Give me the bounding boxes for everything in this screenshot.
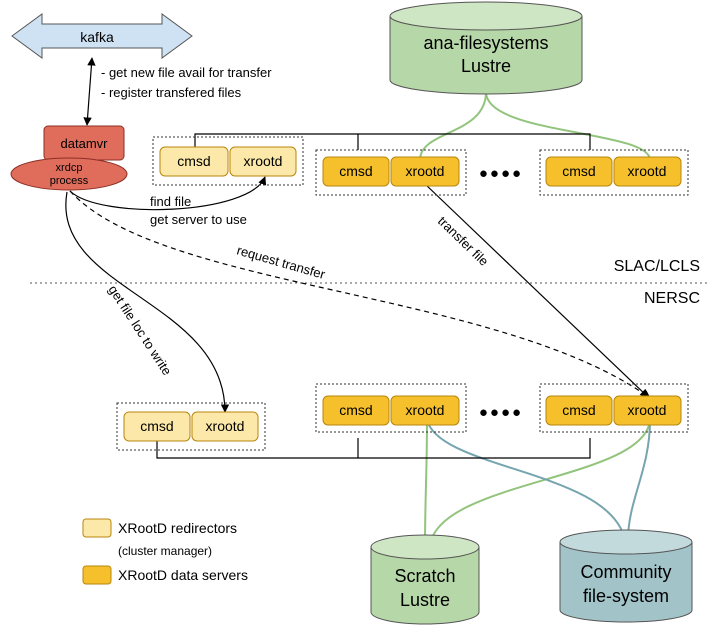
legend-data-servers-label: XRootD data servers bbox=[118, 567, 248, 583]
legend: XRootD redirectors (cluster manager) XRo… bbox=[82, 518, 248, 585]
ana-filesystems-label: ana-filesystems bbox=[423, 33, 548, 53]
xrootd-node bbox=[613, 395, 682, 426]
slac-region-label: SLAC/LCLS bbox=[614, 258, 700, 275]
legend-server-swatch bbox=[82, 565, 112, 585]
xrdcp-process bbox=[10, 157, 128, 191]
find-file-arrow bbox=[69, 176, 267, 211]
xrootd-node bbox=[191, 411, 259, 442]
request-transfer-arrow bbox=[69, 190, 651, 399]
slac-data-server-1: cmsd xrootd bbox=[315, 149, 467, 196]
community-label: Community bbox=[580, 562, 671, 582]
legend-redirector-swatch bbox=[82, 518, 112, 538]
xrootd-node bbox=[229, 146, 297, 177]
svg-text:cmsd: cmsd bbox=[339, 402, 372, 418]
kafka-note-register: - register transfered files bbox=[101, 85, 242, 100]
find-file-label: find file bbox=[150, 194, 191, 209]
cmsd-node bbox=[545, 395, 613, 426]
storage-links bbox=[419, 91, 651, 546]
cluster-wiring bbox=[156, 133, 591, 459]
xrootd-to-scratch-link bbox=[429, 419, 651, 546]
svg-text:cmsd: cmsd bbox=[562, 163, 595, 179]
nersc-data-server-1: cmsd xrootd bbox=[315, 383, 467, 433]
cmsd-node bbox=[322, 156, 390, 187]
svg-text:xrootd: xrootd bbox=[628, 402, 667, 418]
datamvr-label: datamvr bbox=[61, 136, 109, 151]
get-server-label: get server to use bbox=[150, 212, 247, 227]
community-filesystem-cylinder: Community file-system bbox=[559, 529, 693, 623]
xrootd-to-scratch-link bbox=[424, 419, 428, 546]
svg-text:cmsd: cmsd bbox=[140, 418, 173, 434]
cmsd-node bbox=[545, 156, 613, 187]
ana-filesystems-cylinder: ana-filesystems Lustre bbox=[389, 1, 583, 95]
legend-redirectors-label: XRootD redirectors bbox=[118, 520, 237, 536]
xrootd-to-community-link bbox=[426, 419, 626, 541]
process-label: process bbox=[50, 175, 89, 187]
svg-text:cmsd: cmsd bbox=[339, 163, 372, 179]
svg-text:cmsd: cmsd bbox=[177, 153, 210, 169]
svg-text:xrootd: xrootd bbox=[244, 153, 283, 169]
get-file-loc-arrow bbox=[65, 191, 230, 413]
slac-redirector: cmsd xrootd bbox=[152, 136, 304, 186]
community-filesystem-label: file-system bbox=[583, 586, 669, 606]
cmsd-node bbox=[159, 146, 229, 177]
ana-lustre-label: Lustre bbox=[461, 56, 511, 76]
transfer-file-arrow bbox=[424, 183, 649, 398]
kafka-label: kafka bbox=[80, 29, 114, 45]
kafka-note-new-files: - get new file avail for transfer bbox=[101, 65, 272, 80]
xrootd-node bbox=[390, 156, 460, 187]
more-servers-ellipsis: ●●●● bbox=[479, 404, 523, 421]
svg-text:xrootd: xrootd bbox=[406, 402, 445, 418]
scratch-lustre-label: Lustre bbox=[400, 590, 450, 610]
scratch-lustre-cylinder: Scratch Lustre bbox=[370, 534, 480, 625]
svg-text:xrootd: xrootd bbox=[206, 418, 245, 434]
cmsd-node bbox=[322, 395, 390, 426]
xrdcp-label: xrdcp bbox=[56, 162, 83, 174]
transfer-file-label: transfer file bbox=[435, 213, 492, 268]
more-servers-ellipsis: ●●●● bbox=[479, 165, 523, 182]
nersc-data-server-2: cmsd xrootd bbox=[539, 383, 689, 433]
legend-cluster-manager-label: (cluster manager) bbox=[118, 544, 212, 558]
xrootd-node bbox=[613, 156, 682, 187]
xrootd-to-community-link bbox=[627, 419, 651, 541]
xrootd-node bbox=[390, 395, 460, 426]
svg-text:xrootd: xrootd bbox=[628, 163, 667, 179]
nersc-region-label: NERSC bbox=[644, 290, 700, 307]
svg-text:cmsd: cmsd bbox=[562, 402, 595, 418]
ana-to-xrootd-link bbox=[485, 91, 651, 161]
cmsd-node bbox=[123, 411, 191, 442]
slac-data-server-2: cmsd xrootd bbox=[539, 149, 689, 196]
svg-text:xrootd: xrootd bbox=[406, 163, 445, 179]
kafka-message-bus bbox=[11, 13, 193, 59]
scratch-label: Scratch bbox=[394, 566, 455, 586]
nersc-redirector: cmsd xrootd bbox=[116, 402, 266, 451]
ana-to-xrootd-link bbox=[419, 91, 487, 161]
kafka-datamvr-arrow bbox=[83, 57, 96, 126]
request-transfer-label: request transfer bbox=[235, 242, 327, 282]
